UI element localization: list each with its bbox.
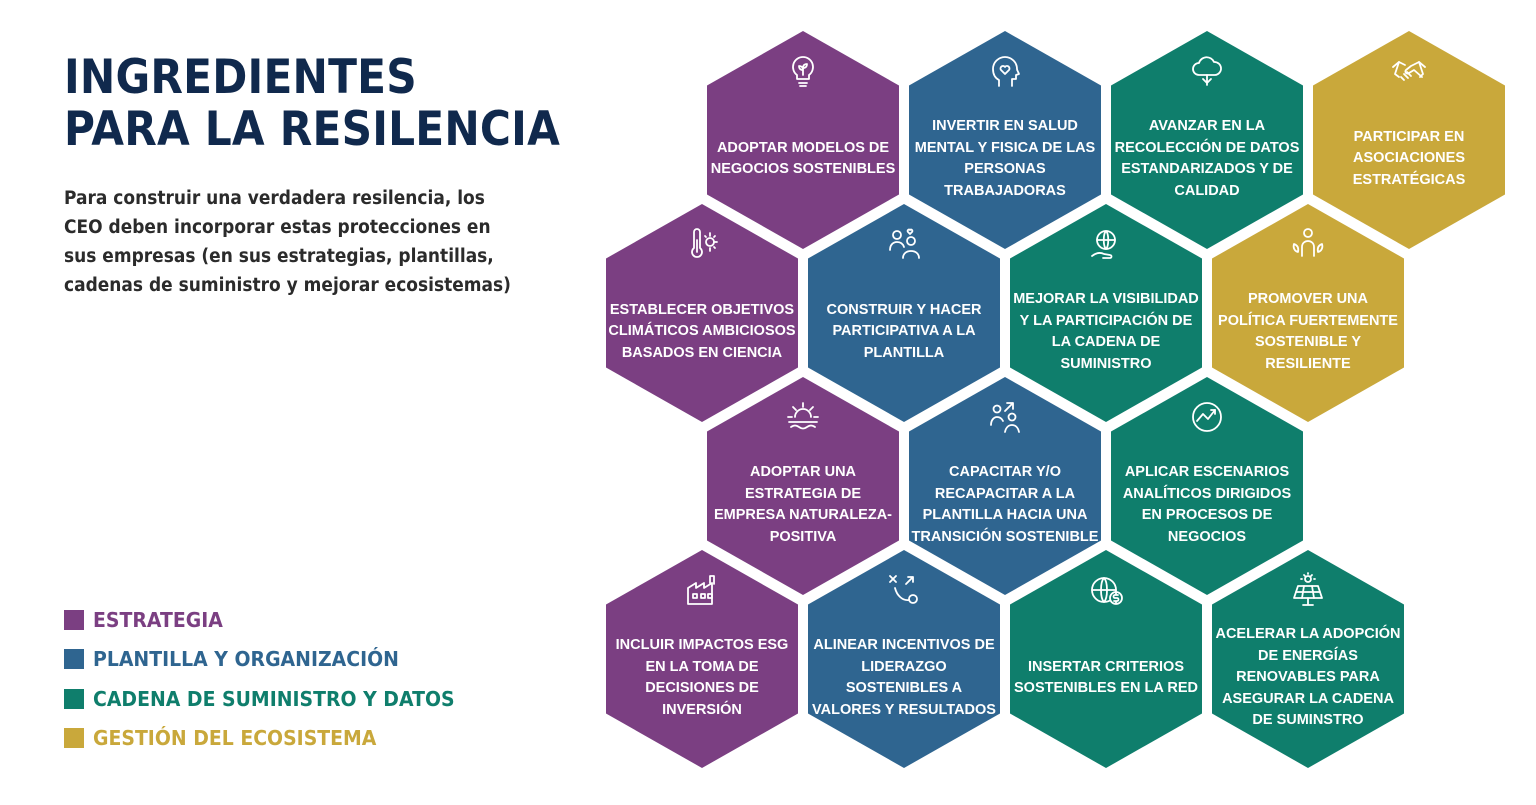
hex-construir-plantilla: CONSTRUIR Y HACER PARTICIPATIVA A LA PLA…	[808, 204, 1000, 422]
people-growth-icon	[987, 399, 1023, 435]
hex-label: ACELERAR LA ADOPCIÓN DE ENERGÍAS RENOVAB…	[1215, 626, 1401, 729]
hex-capacitar-plantilla: CAPACITAR Y/O RECAPACITAR A LA PLANTILLA…	[909, 377, 1101, 595]
people-heart-icon	[886, 226, 922, 262]
hex-naturaleza-positiva: ADOPTAR UNA ESTRATEGIA DE EMPRESA NATURA…	[707, 377, 899, 595]
hex-label: ALINEAR INCENTIVOS DE LIDERAZGO SOSTENIB…	[812, 637, 996, 718]
hex-label: ADOPTAR MODELOS DE NEGOCIOS SOSTENIBLES	[710, 139, 896, 178]
legend-item-ecosistema: GESTIÓN DEL ECOSISTEMA	[64, 719, 486, 759]
hex-avanzar-datos: AVANZAR EN LA RECOLECCIÓN DE DATOS ESTAN…	[1111, 31, 1303, 249]
factory-icon	[684, 572, 720, 608]
hex-label: INCLUIR IMPACTOS ESG EN LA TOMA DE DECIS…	[615, 637, 789, 718]
title-line-2: PARA LA RESILENCIA	[64, 102, 560, 157]
strategy-icon	[886, 572, 922, 608]
hex-aplicar-escenarios: APLICAR ESCENARIOS ANALÍTICOS DIRIGIDOS …	[1111, 377, 1303, 595]
hex-incluir-impactos: INCLUIR IMPACTOS ESG EN LA TOMA DE DECIS…	[606, 550, 798, 768]
head-heart-icon	[987, 53, 1023, 89]
hex-alinear-incentivos: ALINEAR INCENTIVOS DE LIDERAZGO SOSTENIB…	[808, 550, 1000, 768]
hex-invertir-salud: INVERTIR EN SALUD MENTAL Y FISICA DE LAS…	[909, 31, 1101, 249]
legend-swatch	[64, 728, 84, 749]
person-leaf-icon	[1290, 226, 1326, 262]
intro-text: Para construir una verdadera resilencia,…	[64, 188, 511, 296]
hex-participar-asociaciones: PARTICIPAR EN ASOCIACIONES ESTRATÉGICAS	[1313, 31, 1505, 249]
legend-label: ESTRATEGIA	[93, 607, 223, 632]
hex-label: INSERTAR CRITERIOS SOSTENIBLES EN LA RED	[1014, 658, 1198, 697]
legend-label: CADENA DE SUMINISTRO Y DATOS	[93, 686, 455, 711]
solar-panel-icon	[1290, 572, 1326, 608]
hex-mejorar-visibilidad: MEJORAR LA VISIBILIDAD Y LA PARTICIPACIÓ…	[1010, 204, 1202, 422]
legend-swatch	[64, 609, 84, 630]
sun-water-icon	[785, 399, 821, 435]
legend-label: PLANTILLA Y ORGANIZACIÓN	[93, 647, 399, 672]
hex-label: ADOPTAR UNA ESTRATEGIA DE EMPRESA NATURA…	[713, 464, 893, 545]
hex-label: INVERTIR EN SALUD MENTAL Y FISICA DE LAS…	[914, 118, 1096, 199]
hex-label: MEJORAR LA VISIBILIDAD Y LA PARTICIPACIÓ…	[1013, 291, 1199, 372]
hex-label: AVANZAR EN LA RECOLECCIÓN DE DATOS ESTAN…	[1114, 118, 1300, 199]
hex-label: APLICAR ESCENARIOS ANALÍTICOS DIRIGIDOS …	[1122, 464, 1292, 545]
hex-acelerar-energias: ACELERAR LA ADOPCIÓN DE ENERGÍAS RENOVAB…	[1212, 550, 1404, 768]
hex-label: CAPACITAR Y/O RECAPACITAR A LA PLANTILLA…	[911, 464, 1099, 545]
chart-circle-icon	[1189, 399, 1225, 435]
legend-label: GESTIÓN DEL ECOSISTEMA	[93, 726, 377, 751]
legend-item-plantilla: PLANTILLA Y ORGANIZACIÓN	[64, 640, 486, 680]
globe-dollar-icon	[1088, 572, 1124, 608]
globe-hand-icon	[1088, 226, 1124, 262]
title-line-1: INGREDIENTES	[64, 50, 417, 105]
legend-item-estrategia: ESTRATEGIA	[64, 600, 486, 640]
legend-swatch	[64, 649, 84, 670]
hex-label: ESTABLECER OBJETIVOS CLIMÁTICOS AMBICIOS…	[608, 301, 796, 361]
hex-label: PROMOVER UNA POLÍTICA FUERTEMENTE SOSTEN…	[1218, 291, 1398, 372]
legend-item-cadena: CADENA DE SUMINISTRO Y DATOS	[64, 679, 486, 719]
hex-promover-politica: PROMOVER UNA POLÍTICA FUERTEMENTE SOSTEN…	[1212, 204, 1404, 422]
hex-establecer-objetivos: ESTABLECER OBJETIVOS CLIMÁTICOS AMBICIOS…	[606, 204, 798, 422]
lightbulb-leaf-icon	[785, 53, 821, 89]
cloud-data-icon	[1189, 53, 1225, 89]
category-legend: ESTRATEGIA PLANTILLA Y ORGANIZACIÓN CADE…	[64, 600, 486, 758]
handshake-icon	[1391, 53, 1427, 89]
thermometer-sun-icon	[684, 226, 720, 262]
hex-adoptar-modelos: ADOPTAR MODELOS DE NEGOCIOS SOSTENIBLES	[707, 31, 899, 249]
hex-label: PARTICIPAR EN ASOCIACIONES ESTRATÉGICAS	[1352, 128, 1466, 188]
legend-swatch	[64, 688, 84, 709]
page-title: INGREDIENTES PARA LA RESILENCIA	[64, 52, 560, 156]
hex-insertar-criterios: INSERTAR CRITERIOS SOSTENIBLES EN LA RED	[1010, 550, 1202, 768]
hex-label: CONSTRUIR Y HACER PARTICIPATIVA A LA PLA…	[826, 301, 982, 361]
